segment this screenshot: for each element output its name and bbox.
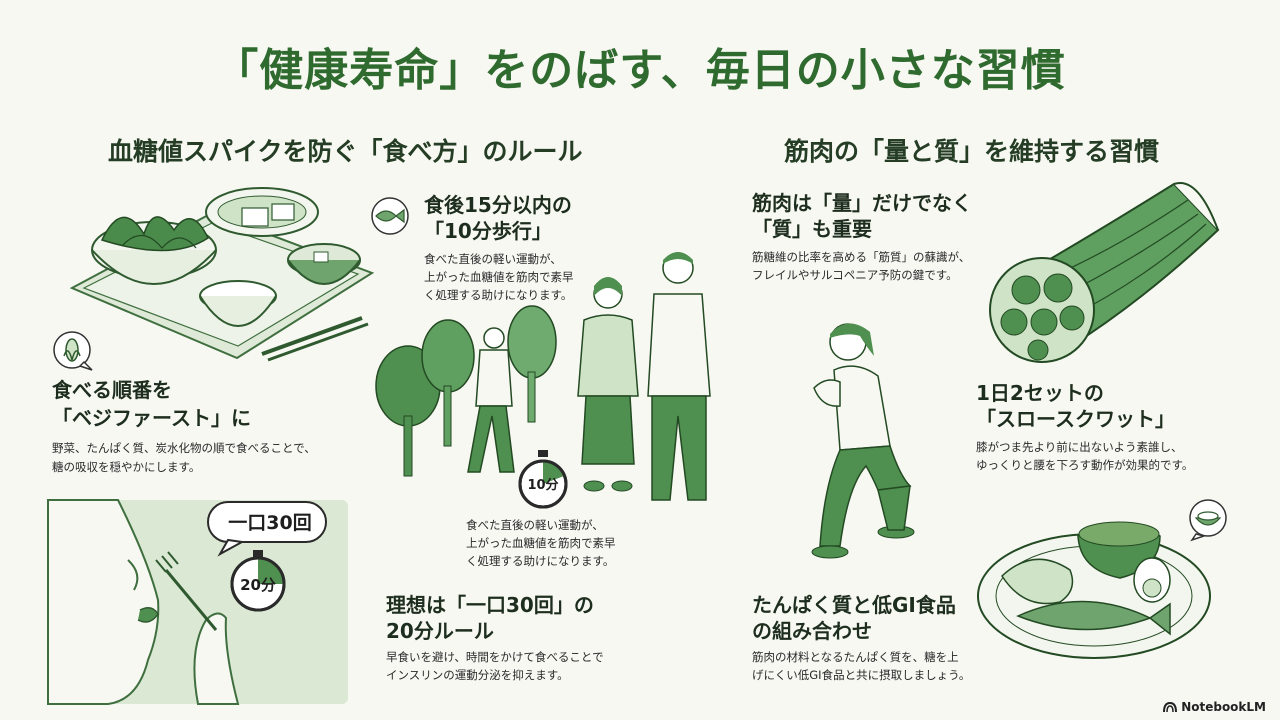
chewing-heading-line1: 理想は「一口30回」の: [386, 593, 594, 617]
squat-illustration: [811, 323, 915, 559]
left-section-title: 血糖値スパイクを防ぐ「食べ方」のルール: [108, 137, 583, 166]
protein-heading-line1: たんぱく質と低GI食品: [752, 593, 956, 617]
page-title: 「健康寿命」をのばす、毎日の小さな習慣: [214, 45, 1066, 96]
chewing-illustration: [47, 499, 348, 705]
corn-icon: [53, 331, 93, 371]
protein-body-line2: げにくい低GI食品と共に摂取しましょう。: [752, 668, 971, 682]
walking-body-line2: 上がった血糖値を筋肉で素早: [424, 270, 574, 284]
muscle-heading-line1: 筋肉は「量」だけでなく: [752, 191, 972, 215]
meal-tray-illustration: [69, 187, 375, 362]
notebooklm-logo: NotebookLM: [1163, 700, 1266, 714]
walking-caption-line1: 食べた直後の軽い運動が、: [466, 518, 604, 532]
veggie-first-heading-line2: 「ベジファースト」に: [52, 406, 251, 430]
stopwatch-icon: [230, 550, 286, 612]
walking-heading-line1: 食後15分以内の: [424, 193, 572, 217]
veggie-first-body-line2: 糖の吸収を穏やかにします。: [52, 460, 201, 474]
walking-body-line3: く処理する助けになります。: [424, 288, 573, 302]
right-section-title: 筋肉の「量と質」を維持する習慣: [784, 137, 1160, 166]
veggie-first-body-line1: 野菜、たんぱく質、炭水化物の順で食べることで、: [52, 441, 316, 455]
walking-timer-label: 10分: [527, 478, 559, 493]
chewing-body-line2: インスリンの運動分泌を抑えます。: [386, 668, 569, 682]
protein-heading-line2: の組み合わせ: [752, 619, 872, 643]
walking-caption-line2: 上がった血糖値を筋肉で素早: [466, 536, 616, 550]
squat-heading-line1: 1日2セットの: [976, 381, 1104, 405]
walking-people-illustration: [375, 252, 711, 501]
chew-count-bubble: 一口30回: [228, 512, 312, 534]
squat-heading-line2: 「スロースクワット」: [976, 407, 1175, 431]
fish-icon: [371, 197, 409, 235]
stopwatch-icon: [518, 450, 568, 509]
chew-timer-label: 20分: [240, 576, 276, 594]
logo-text: NotebookLM: [1181, 700, 1266, 714]
muscle-fiber-illustration: [989, 181, 1220, 363]
walking-caption-line3: く処理する助けになります。: [466, 554, 615, 568]
protein-body-line1: 筋肉の材料となるたんぱく質を、糖を上: [752, 650, 959, 664]
notebooklm-logo-icon: [1163, 701, 1178, 713]
chewing-body-line1: 早食いを避け、時間をかけて食べることで: [386, 650, 604, 664]
squat-body-line1: 膝がつま先より前に出ないよう素誰し、: [976, 440, 1183, 454]
veggie-first-heading-line1: 食べる順番を: [52, 378, 172, 402]
protein-plate-illustration: [977, 521, 1211, 659]
walking-body-line1: 食べた直後の軽い運動が、: [424, 252, 562, 266]
walking-heading-line2: 「10分歩行」: [424, 219, 552, 243]
squat-body-line2: ゆっくりと腰を下ろす動作が効果的です。: [976, 458, 1194, 472]
muscle-heading-line2: 「質」も重要: [752, 217, 872, 241]
muscle-body-line1: 筋糖維の比率を高める「筋質」の蘇識が、: [752, 250, 971, 264]
rice-bowl-icon: [1189, 499, 1227, 542]
muscle-body-line2: フレイルやサルコペニア予防の鍵です。: [752, 268, 958, 282]
chewing-heading-line2: 20分ルール: [386, 619, 494, 643]
